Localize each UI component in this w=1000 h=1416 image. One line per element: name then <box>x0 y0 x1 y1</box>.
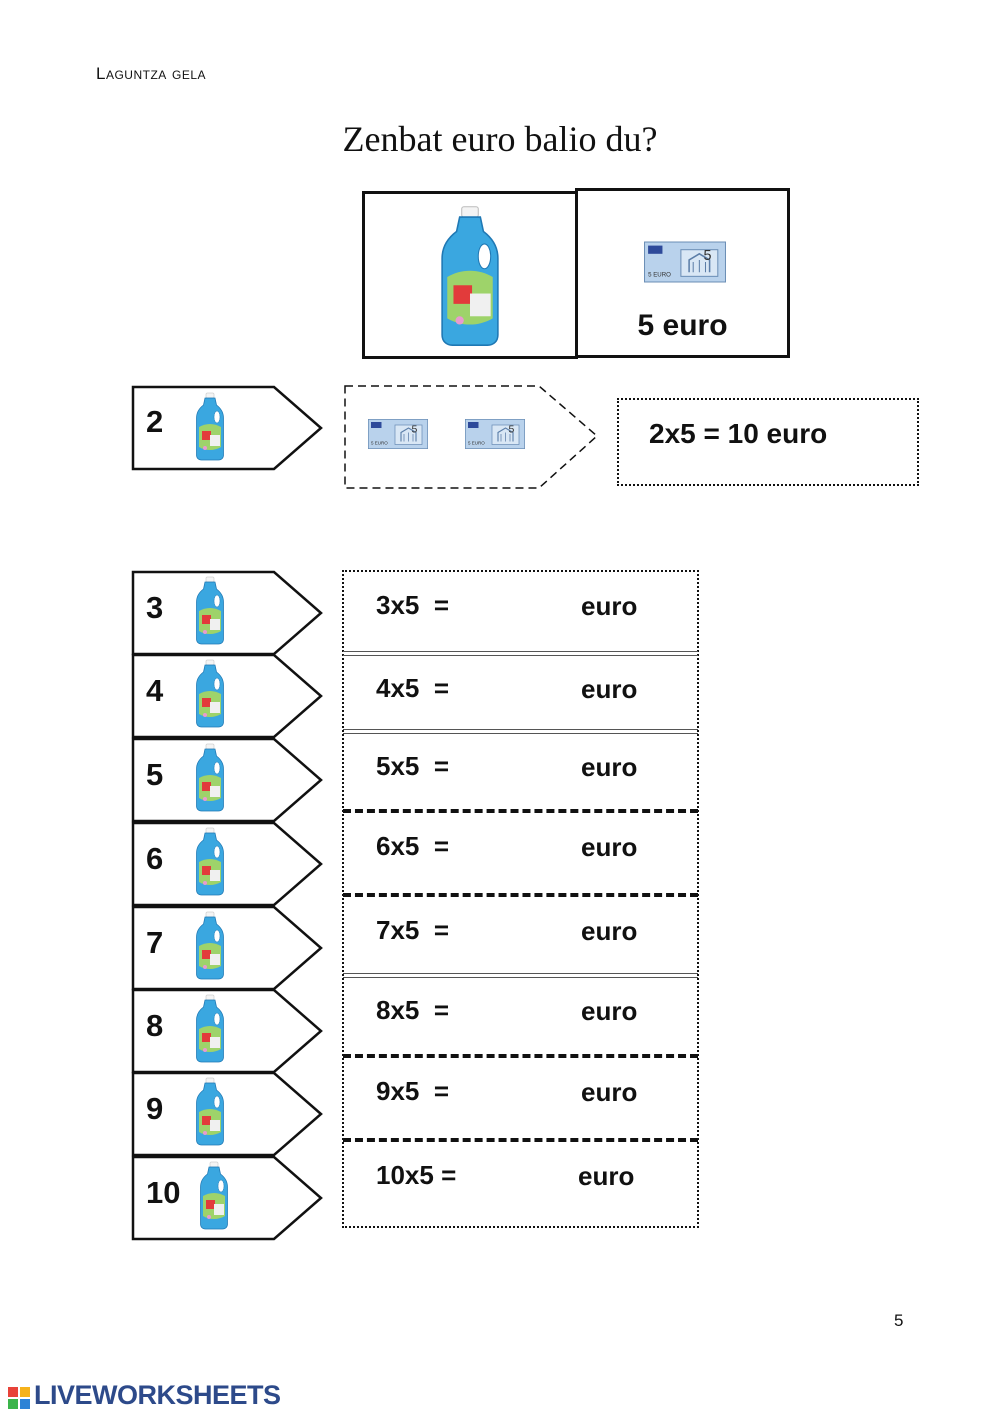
detergent-bottle-icon <box>194 743 226 813</box>
footer-brand: LIVEWORKSHEETS <box>34 1380 281 1410</box>
count-label: 7 <box>146 925 164 960</box>
count-tag <box>131 737 323 823</box>
count-label: 9 <box>146 1091 164 1126</box>
answer-input[interactable] <box>478 913 574 945</box>
liveworksheets-footer: LIVEWORKSHEETS <box>8 1380 281 1411</box>
liveworksheets-logo-icon <box>8 1385 30 1409</box>
unit-label: euro <box>581 1077 638 1107</box>
detergent-bottle-icon <box>194 994 226 1064</box>
page-number: 5 <box>894 1311 904 1330</box>
count-label: 4 <box>146 673 164 708</box>
page-header: Laguntza gela <box>96 64 207 83</box>
equation-label: 10x5 = <box>376 1160 457 1190</box>
detergent-bottle-icon <box>439 202 501 352</box>
answer-input[interactable] <box>478 1074 574 1106</box>
unit-label: euro <box>581 674 638 704</box>
row-divider <box>343 1138 698 1142</box>
count-label: 3 <box>146 590 164 625</box>
example-result-box: 2x5 = 10 euro <box>617 398 919 486</box>
equation-label: 4x5 = <box>376 673 450 703</box>
count-label: 6 <box>146 841 164 876</box>
answer-input[interactable] <box>478 829 574 861</box>
banknote-icon <box>368 418 428 450</box>
detergent-bottle-icon <box>194 392 226 462</box>
detergent-bottle-icon <box>198 1161 230 1231</box>
example-banknotes-tag <box>344 385 599 489</box>
answer-input[interactable] <box>478 993 574 1025</box>
row-divider <box>343 809 698 813</box>
example-count-label: 2 <box>146 404 164 439</box>
equation-label: 9x5 = <box>376 1076 450 1106</box>
count-tag <box>131 988 323 1074</box>
count-tag <box>131 653 323 739</box>
answer-input[interactable] <box>478 749 574 781</box>
answer-input[interactable] <box>490 1158 586 1190</box>
detergent-bottle-icon <box>194 576 226 646</box>
row-divider <box>343 729 698 734</box>
unit-label: euro <box>581 996 638 1026</box>
unit-label: euro <box>581 752 638 782</box>
row-divider <box>343 973 698 978</box>
detergent-bottle-icon <box>194 659 226 729</box>
count-tag <box>131 905 323 991</box>
row-divider <box>343 893 698 897</box>
row-divider <box>343 1054 698 1058</box>
answer-input[interactable] <box>478 671 574 703</box>
detergent-bottle-icon <box>194 1077 226 1147</box>
unit-label: euro <box>581 916 638 946</box>
count-tag <box>131 1071 323 1157</box>
example-count-tag <box>131 385 323 471</box>
count-label: 10 <box>146 1175 181 1210</box>
detergent-bottle-icon <box>194 911 226 981</box>
page-title: Zenbat euro balio du? <box>342 119 658 159</box>
banknote-icon <box>644 241 726 283</box>
row-divider <box>343 651 698 656</box>
count-tag <box>131 570 323 656</box>
banknote-icon <box>465 418 525 450</box>
unit-label: euro <box>581 591 638 621</box>
equation-label: 5x5 = <box>376 751 450 781</box>
example-result-text: 2x5 = 10 euro <box>649 418 828 449</box>
unit-label: euro <box>578 1161 635 1191</box>
price-label: 5 euro <box>637 309 728 342</box>
equation-label: 6x5 = <box>376 831 450 861</box>
detergent-bottle-icon <box>194 827 226 897</box>
product-image-box <box>362 191 578 359</box>
equation-label: 8x5 = <box>376 995 450 1025</box>
equation-label: 7x5 = <box>376 915 450 945</box>
count-label: 8 <box>146 1008 164 1043</box>
answer-table <box>342 570 699 1228</box>
count-label: 5 <box>146 757 164 792</box>
equation-label: 3x5 = <box>376 590 450 620</box>
unit-label: euro <box>581 832 638 862</box>
count-tag <box>131 821 323 907</box>
price-box: 5 euro <box>575 188 790 358</box>
answer-input[interactable] <box>478 588 574 620</box>
